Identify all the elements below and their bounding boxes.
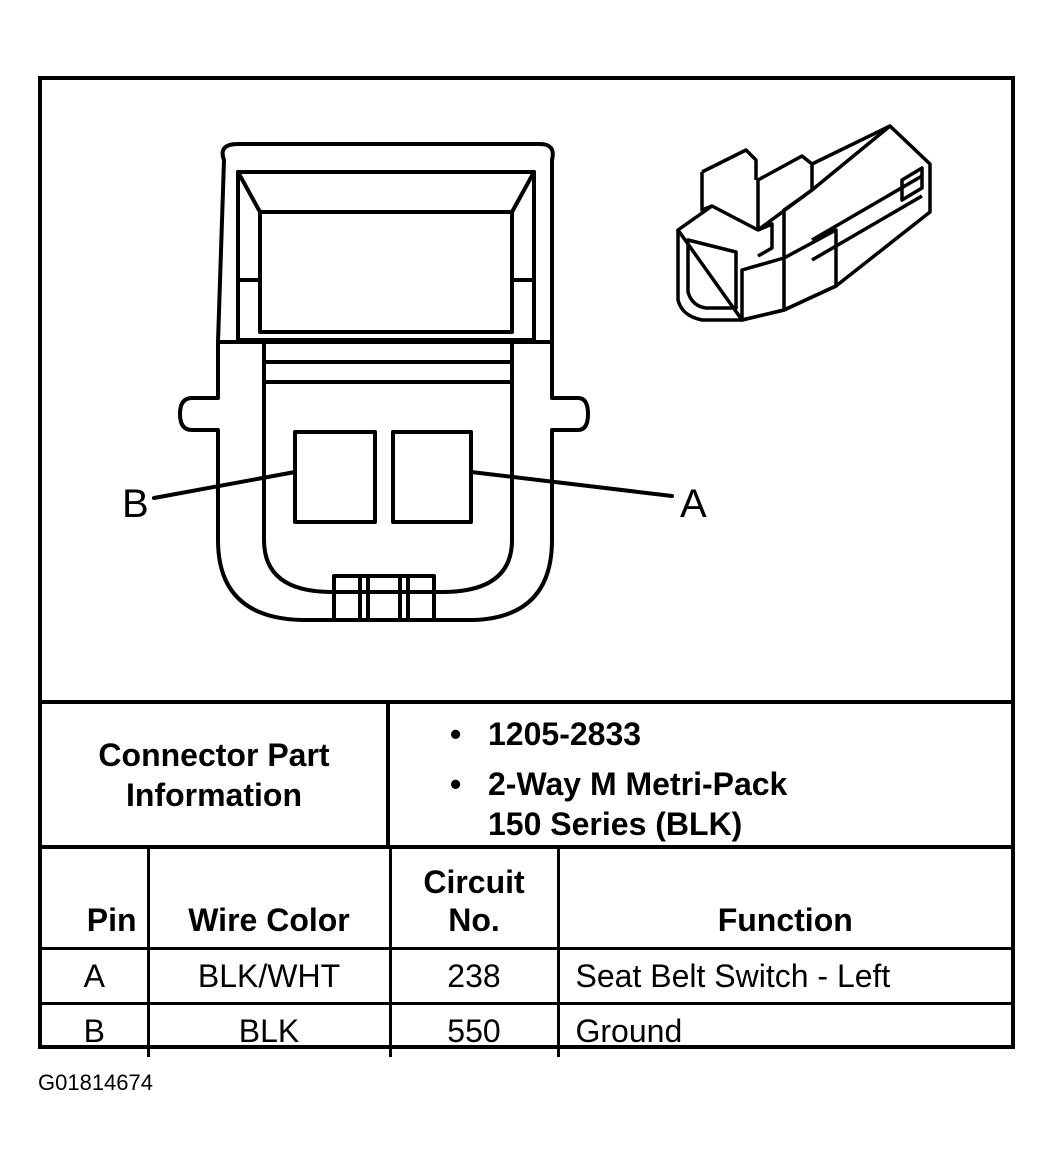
connector-face-outline — [178, 142, 590, 622]
pin-table-section: Pin Wire Color Circuit No. Function A BL… — [42, 845, 1011, 1057]
cell-function: Seat Belt Switch - Left — [556, 947, 1011, 1005]
part-info-section: Connector Part Information • 1205-2833 •… — [42, 700, 1011, 845]
connector-diagram-frame: B A Connector Part Information • 1205-28… — [38, 76, 1015, 1057]
connector-drawing — [152, 124, 932, 622]
cell-wire-color: BLK/WHT — [146, 947, 392, 1005]
part-info-label: Connector Part Information — [42, 704, 390, 845]
cell-circuit-no: 550 — [388, 1002, 560, 1057]
table-header-row: Pin Wire Color Circuit No. Function — [42, 849, 1011, 950]
header-function: Function — [556, 849, 1011, 950]
pin-label-a: A — [680, 482, 707, 526]
cell-circuit-no: 238 — [388, 947, 560, 1005]
header-circuit-no: Circuit No. — [388, 849, 560, 950]
part-info-list: • 1205-2833 • 2-Way M Metri-Pack 150 Ser… — [390, 704, 1011, 845]
terminal-a — [391, 430, 473, 524]
part-number: 1205-2833 — [488, 716, 642, 752]
pin-table: Pin Wire Color Circuit No. Function A BL… — [42, 849, 1011, 1057]
latch-opening-outer — [236, 170, 536, 342]
part-info-label-text: Connector Part Information — [98, 736, 330, 813]
cell-function: Ground — [556, 1002, 1011, 1057]
latch-opening-inner — [258, 210, 514, 334]
terminal-cavity — [262, 340, 514, 594]
pin-label-b: B — [122, 482, 149, 526]
bottom-key — [332, 574, 436, 622]
bullet-icon: • — [450, 716, 462, 752]
part-info-item: • 2-Way M Metri-Pack 150 Series (BLK) — [390, 764, 1011, 844]
table-row: B BLK 550 Ground — [42, 1002, 1011, 1057]
header-wire-color: Wire Color — [146, 849, 392, 950]
header-pin: Pin — [42, 849, 150, 950]
cell-wire-color: BLK — [146, 1002, 392, 1057]
connector-series: 2-Way M Metri-Pack 150 Series (BLK) — [488, 766, 788, 842]
bullet-icon: • — [450, 766, 462, 802]
table-row: A BLK/WHT 238 Seat Belt Switch - Left — [42, 947, 1011, 1005]
leader-a — [469, 470, 674, 498]
terminal-b — [293, 430, 377, 524]
cell-pin: A — [42, 947, 150, 1005]
connector-isometric-view — [676, 124, 932, 322]
figure-id-caption: G01814674 — [38, 1070, 153, 1095]
header-circuit-no-text: Circuit No. — [423, 864, 525, 938]
cell-pin: B — [42, 1002, 150, 1057]
diagram-area: B A — [42, 80, 1011, 700]
leader-b — [152, 470, 297, 500]
part-info-item: • 1205-2833 — [390, 714, 1011, 754]
